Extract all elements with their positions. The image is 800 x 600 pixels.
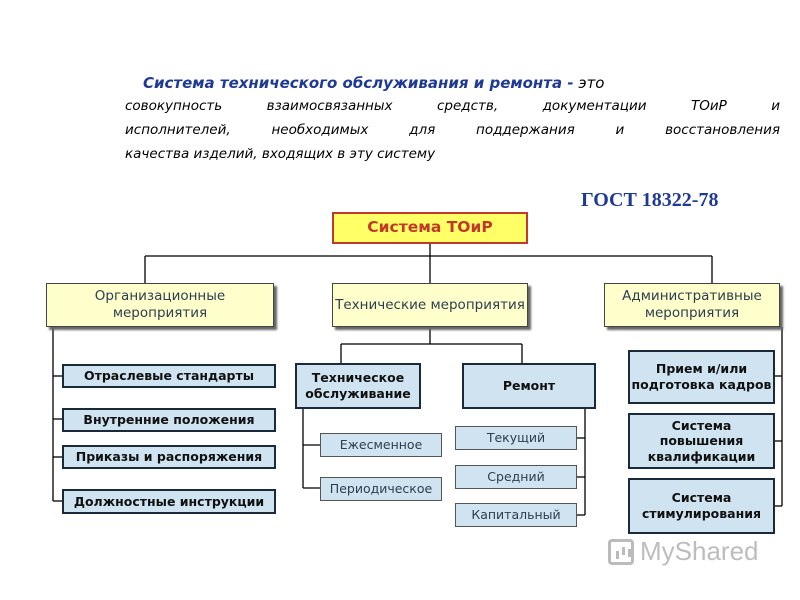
repair-current: Текущий bbox=[455, 426, 577, 450]
org-item-orders: Приказы и распоряжения bbox=[62, 445, 276, 469]
admin-item-hiring: Прием и/или подготовка кадров bbox=[628, 350, 775, 404]
definition-title-rest: это bbox=[573, 74, 605, 92]
admin-item-qualification: Система повышения квалификации bbox=[628, 413, 775, 469]
tech-repair: Ремонт bbox=[462, 363, 596, 409]
tech-maintenance: Техническое обслуживание bbox=[295, 363, 421, 409]
definition-line-1: совокупность взаимосвязанных средств, до… bbox=[125, 98, 780, 114]
category-technical: Технические мероприятия bbox=[332, 283, 528, 327]
definition-line-2: исполнителей, необходимых для поддержани… bbox=[125, 122, 780, 138]
org-item-job-descriptions: Должностные инструкции bbox=[62, 489, 276, 514]
root-node: Система ТОиР bbox=[332, 212, 528, 244]
repair-capital: Капитальный bbox=[455, 503, 577, 527]
repair-medium: Средний bbox=[455, 465, 577, 489]
chart-icon bbox=[608, 538, 634, 565]
category-organizational: Организационные мероприятия bbox=[46, 283, 274, 327]
maintenance-shift: Ежесменное bbox=[320, 433, 442, 457]
maintenance-periodic: Периодическое bbox=[320, 477, 442, 501]
category-administrative: Административные мероприятия bbox=[604, 283, 780, 327]
definition-title: Система технического обслуживания и ремо… bbox=[143, 74, 604, 92]
watermark-text: MyShared bbox=[640, 536, 759, 566]
org-item-industry-standards: Отраслевые стандарты bbox=[62, 364, 276, 388]
definition-title-bold: Система технического обслуживания и ремо… bbox=[143, 74, 574, 92]
watermark-logo: MyShared bbox=[608, 536, 759, 567]
gost-reference: ГОСТ 18322-78 bbox=[581, 189, 719, 211]
org-item-internal-regulations: Внутренние положения bbox=[62, 408, 276, 432]
definition-line-3: качества изделий, входящих в эту систему bbox=[125, 146, 436, 162]
admin-item-incentives: Система стимулирования bbox=[628, 478, 775, 534]
